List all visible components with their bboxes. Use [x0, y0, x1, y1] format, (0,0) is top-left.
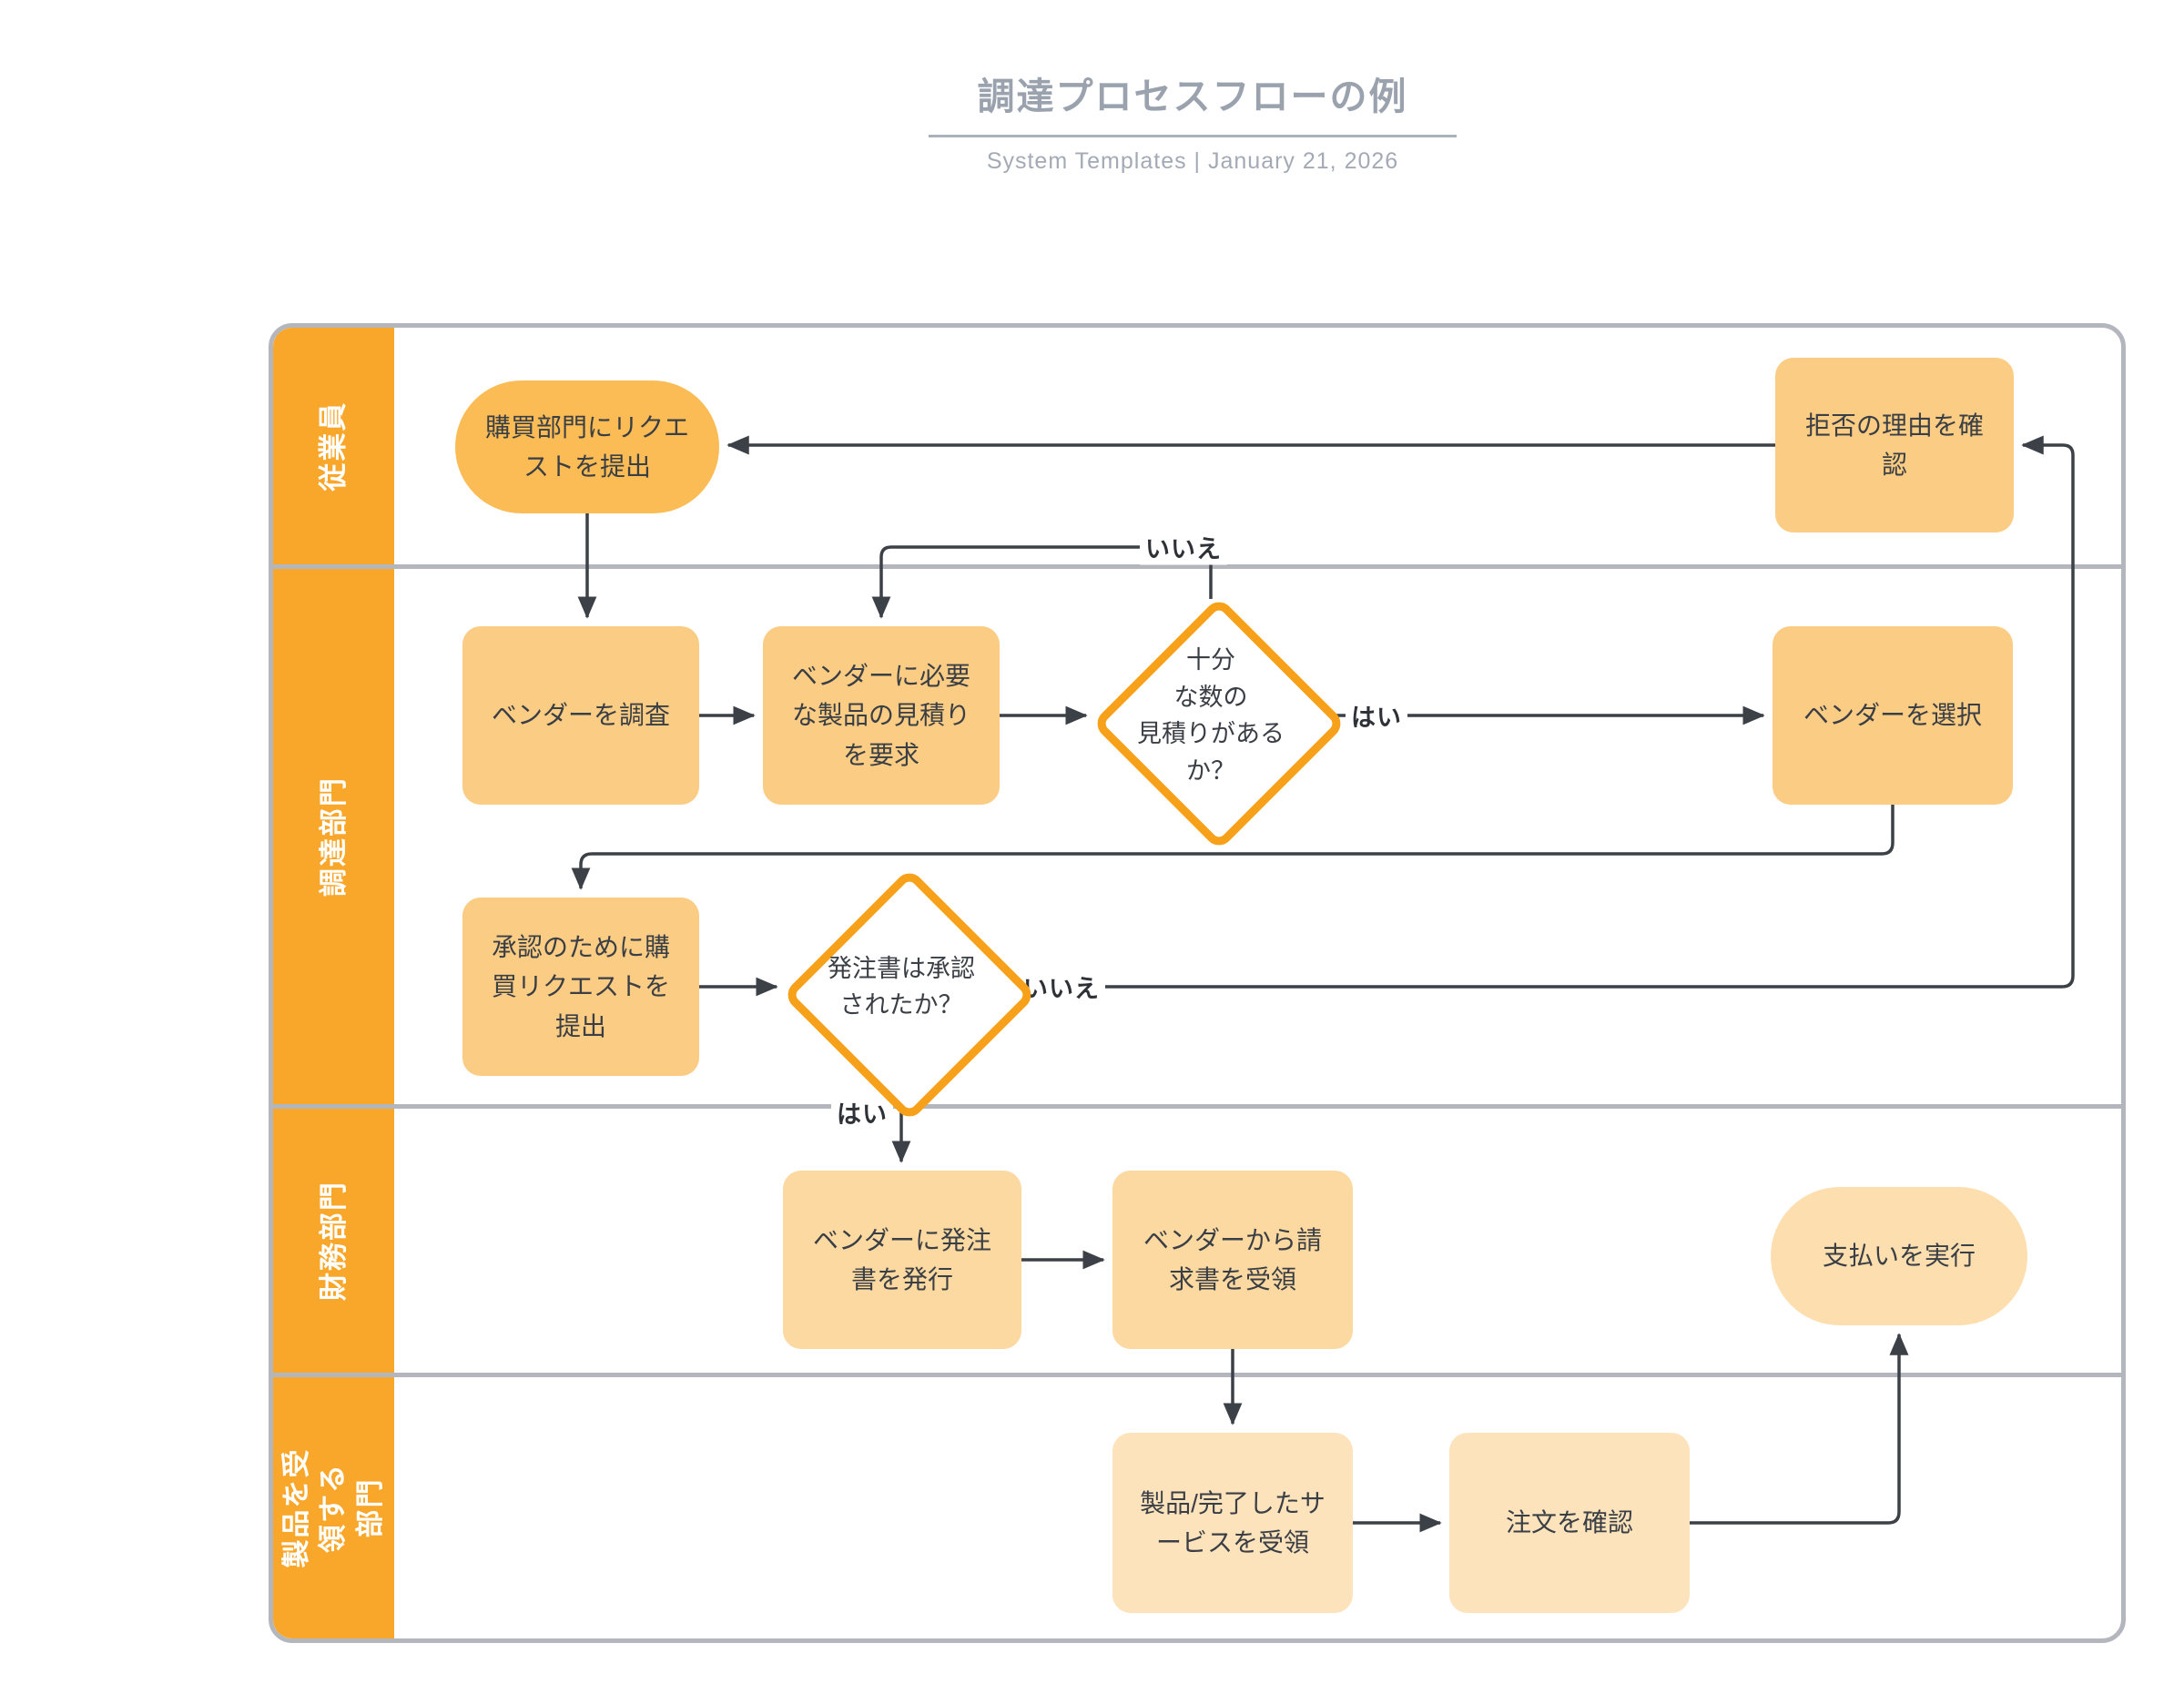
lane-divider-2	[273, 1104, 2121, 1109]
lane-label-procurement: 調達部門	[317, 776, 350, 897]
lane-employee: 従業員	[273, 328, 394, 564]
edge-label-no-2: いいえ	[1018, 969, 1105, 1005]
node-receive-invoice[interactable]: ベンダーから請 求書を受領	[1112, 1171, 1353, 1349]
edge-label-no-1: いいえ	[1140, 529, 1227, 565]
node-submit-request[interactable]: 購買部門にリクエ ストを提出	[455, 380, 719, 513]
node-submit-purchase-request[interactable]: 承認のために購 買リクエストを 提出	[462, 898, 699, 1076]
diagram-header: 調達プロセスフローの例 System Templates | January 2…	[910, 66, 1475, 175]
node-issue-po[interactable]: ベンダーに発注 書を発行	[783, 1171, 1021, 1349]
node-research-vendors[interactable]: ベンダーを調査	[462, 626, 699, 805]
node-select-vendor[interactable]: ベンダーを選択	[1773, 626, 2013, 805]
page-subtitle: System Templates | January 21, 2026	[986, 148, 1399, 174]
edge-label-yes-1: はい	[1346, 697, 1407, 734]
node-request-quotes[interactable]: ベンダーに必要 な製品の見積り を要求	[763, 626, 1000, 805]
decision-enough-quotes-label: 十分 な数の 見積りがある か？	[1137, 646, 1285, 785]
lane-receiving: 製品を受領する 部門	[273, 1377, 394, 1638]
lane-finance: 財務部門	[273, 1109, 394, 1373]
node-check-rejection-reason[interactable]: 拒否の理由を確 認	[1775, 358, 2014, 532]
lane-divider-1	[273, 564, 2121, 569]
lane-label-finance: 財務部門	[317, 1180, 350, 1301]
node-confirm-order[interactable]: 注文を確認	[1449, 1433, 1690, 1613]
edge-label-yes-2: はい	[831, 1094, 893, 1131]
lane-divider-3	[273, 1373, 2121, 1377]
node-execute-payment[interactable]: 支払いを実行	[1771, 1187, 2027, 1325]
lane-procurement: 調達部門	[273, 569, 394, 1104]
lane-label-receiving: 製品を受領する 部門	[280, 1447, 386, 1568]
page-title: 調達プロセスフローの例	[929, 66, 1457, 137]
node-receive-products[interactable]: 製品/完了したサ ービスを受領	[1112, 1433, 1353, 1613]
decision-po-approved-label: 発注書は承認 されたか？	[828, 954, 975, 1019]
lane-label-employee: 従業員	[317, 401, 350, 492]
